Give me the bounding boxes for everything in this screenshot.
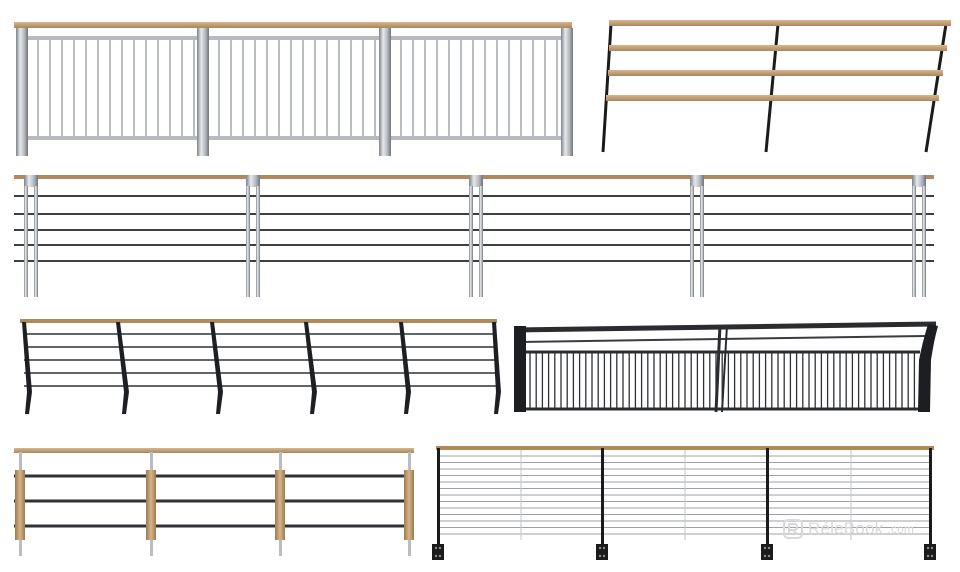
wood-handrail — [20, 319, 497, 323]
post-leg — [922, 186, 926, 297]
base-plate — [596, 544, 608, 560]
angled-post — [116, 322, 129, 414]
angled-post — [210, 322, 223, 414]
angled-post — [304, 322, 317, 414]
wood-rail — [609, 20, 951, 26]
post — [766, 448, 769, 544]
wood-rail — [606, 95, 939, 101]
vertical-balusters — [37, 40, 558, 136]
post-leg — [24, 186, 28, 297]
wood-handrail — [14, 448, 414, 453]
horizontal-bars — [14, 474, 414, 528]
base-plate — [432, 544, 444, 560]
post-cap — [912, 175, 926, 187]
wood-sleeve-posts — [15, 452, 414, 556]
wood-rail — [608, 70, 943, 76]
middle-post — [721, 324, 728, 413]
railing-steel-posts-wood-handrail-vertical-balusters — [14, 22, 573, 156]
angled-black-posts — [22, 322, 501, 414]
railing-wood-sleeve-posts-horizontal-bars — [14, 448, 414, 556]
base-plate — [924, 544, 936, 560]
steel-post — [379, 28, 391, 156]
bottom-rail — [28, 136, 564, 140]
light-stiffeners — [520, 450, 852, 540]
wood-sleeve — [275, 470, 285, 540]
base-plate — [761, 544, 773, 560]
post-cap — [246, 175, 260, 187]
black-post — [924, 23, 948, 153]
secondary-rail — [519, 335, 927, 343]
wood-sleeve — [404, 470, 414, 540]
railing-angled-black-posts-horizontal-cables — [20, 319, 501, 414]
steel-post — [561, 28, 573, 156]
wood-handrail — [14, 22, 572, 28]
steel-post — [16, 28, 28, 156]
watermark-brand: RéleBook — [808, 519, 884, 538]
post — [601, 448, 604, 544]
horizontal-bars — [14, 195, 934, 262]
top-handrail — [513, 321, 937, 333]
railing-steel-posts-horizontal-bars — [14, 175, 934, 297]
black-post — [601, 23, 613, 153]
wood-handrail — [436, 446, 934, 450]
wood-sleeve — [15, 470, 25, 540]
post-leg — [912, 186, 916, 297]
post — [929, 448, 932, 544]
post-leg — [700, 186, 704, 297]
post-cap — [24, 175, 38, 187]
middle-post — [714, 324, 722, 413]
watermark: RéleBook.com — [782, 518, 914, 540]
end-post — [514, 326, 526, 412]
steel-posts — [24, 175, 926, 297]
relebook-logo-icon — [783, 519, 803, 539]
angled-post — [399, 322, 411, 414]
post-leg — [246, 186, 250, 297]
horizontal-cables — [24, 333, 496, 387]
railing-black-frame-curved-ends-vertical-balusters — [513, 321, 938, 413]
watermark-suffix: .com — [887, 522, 915, 536]
vertical-balusters — [529, 353, 916, 408]
angled-post — [22, 322, 32, 414]
black-posts — [432, 448, 936, 560]
post-cap — [690, 175, 704, 187]
railing-black-posts-three-wood-rails — [601, 20, 951, 153]
wood-sleeve — [146, 470, 156, 540]
angled-post — [492, 322, 501, 414]
railing-black-posts-wood-handrail-thin-cables — [432, 446, 936, 560]
post — [437, 448, 440, 544]
post-leg — [479, 186, 483, 297]
wood-rail — [609, 45, 947, 51]
steel-post — [197, 28, 209, 156]
top-rail — [28, 36, 564, 40]
post-leg — [690, 186, 694, 297]
post-leg — [34, 186, 38, 297]
post-leg — [256, 186, 260, 297]
post-leg — [469, 186, 473, 297]
curved-end-post — [918, 324, 938, 412]
black-post — [764, 23, 780, 153]
post-cap — [469, 175, 483, 187]
